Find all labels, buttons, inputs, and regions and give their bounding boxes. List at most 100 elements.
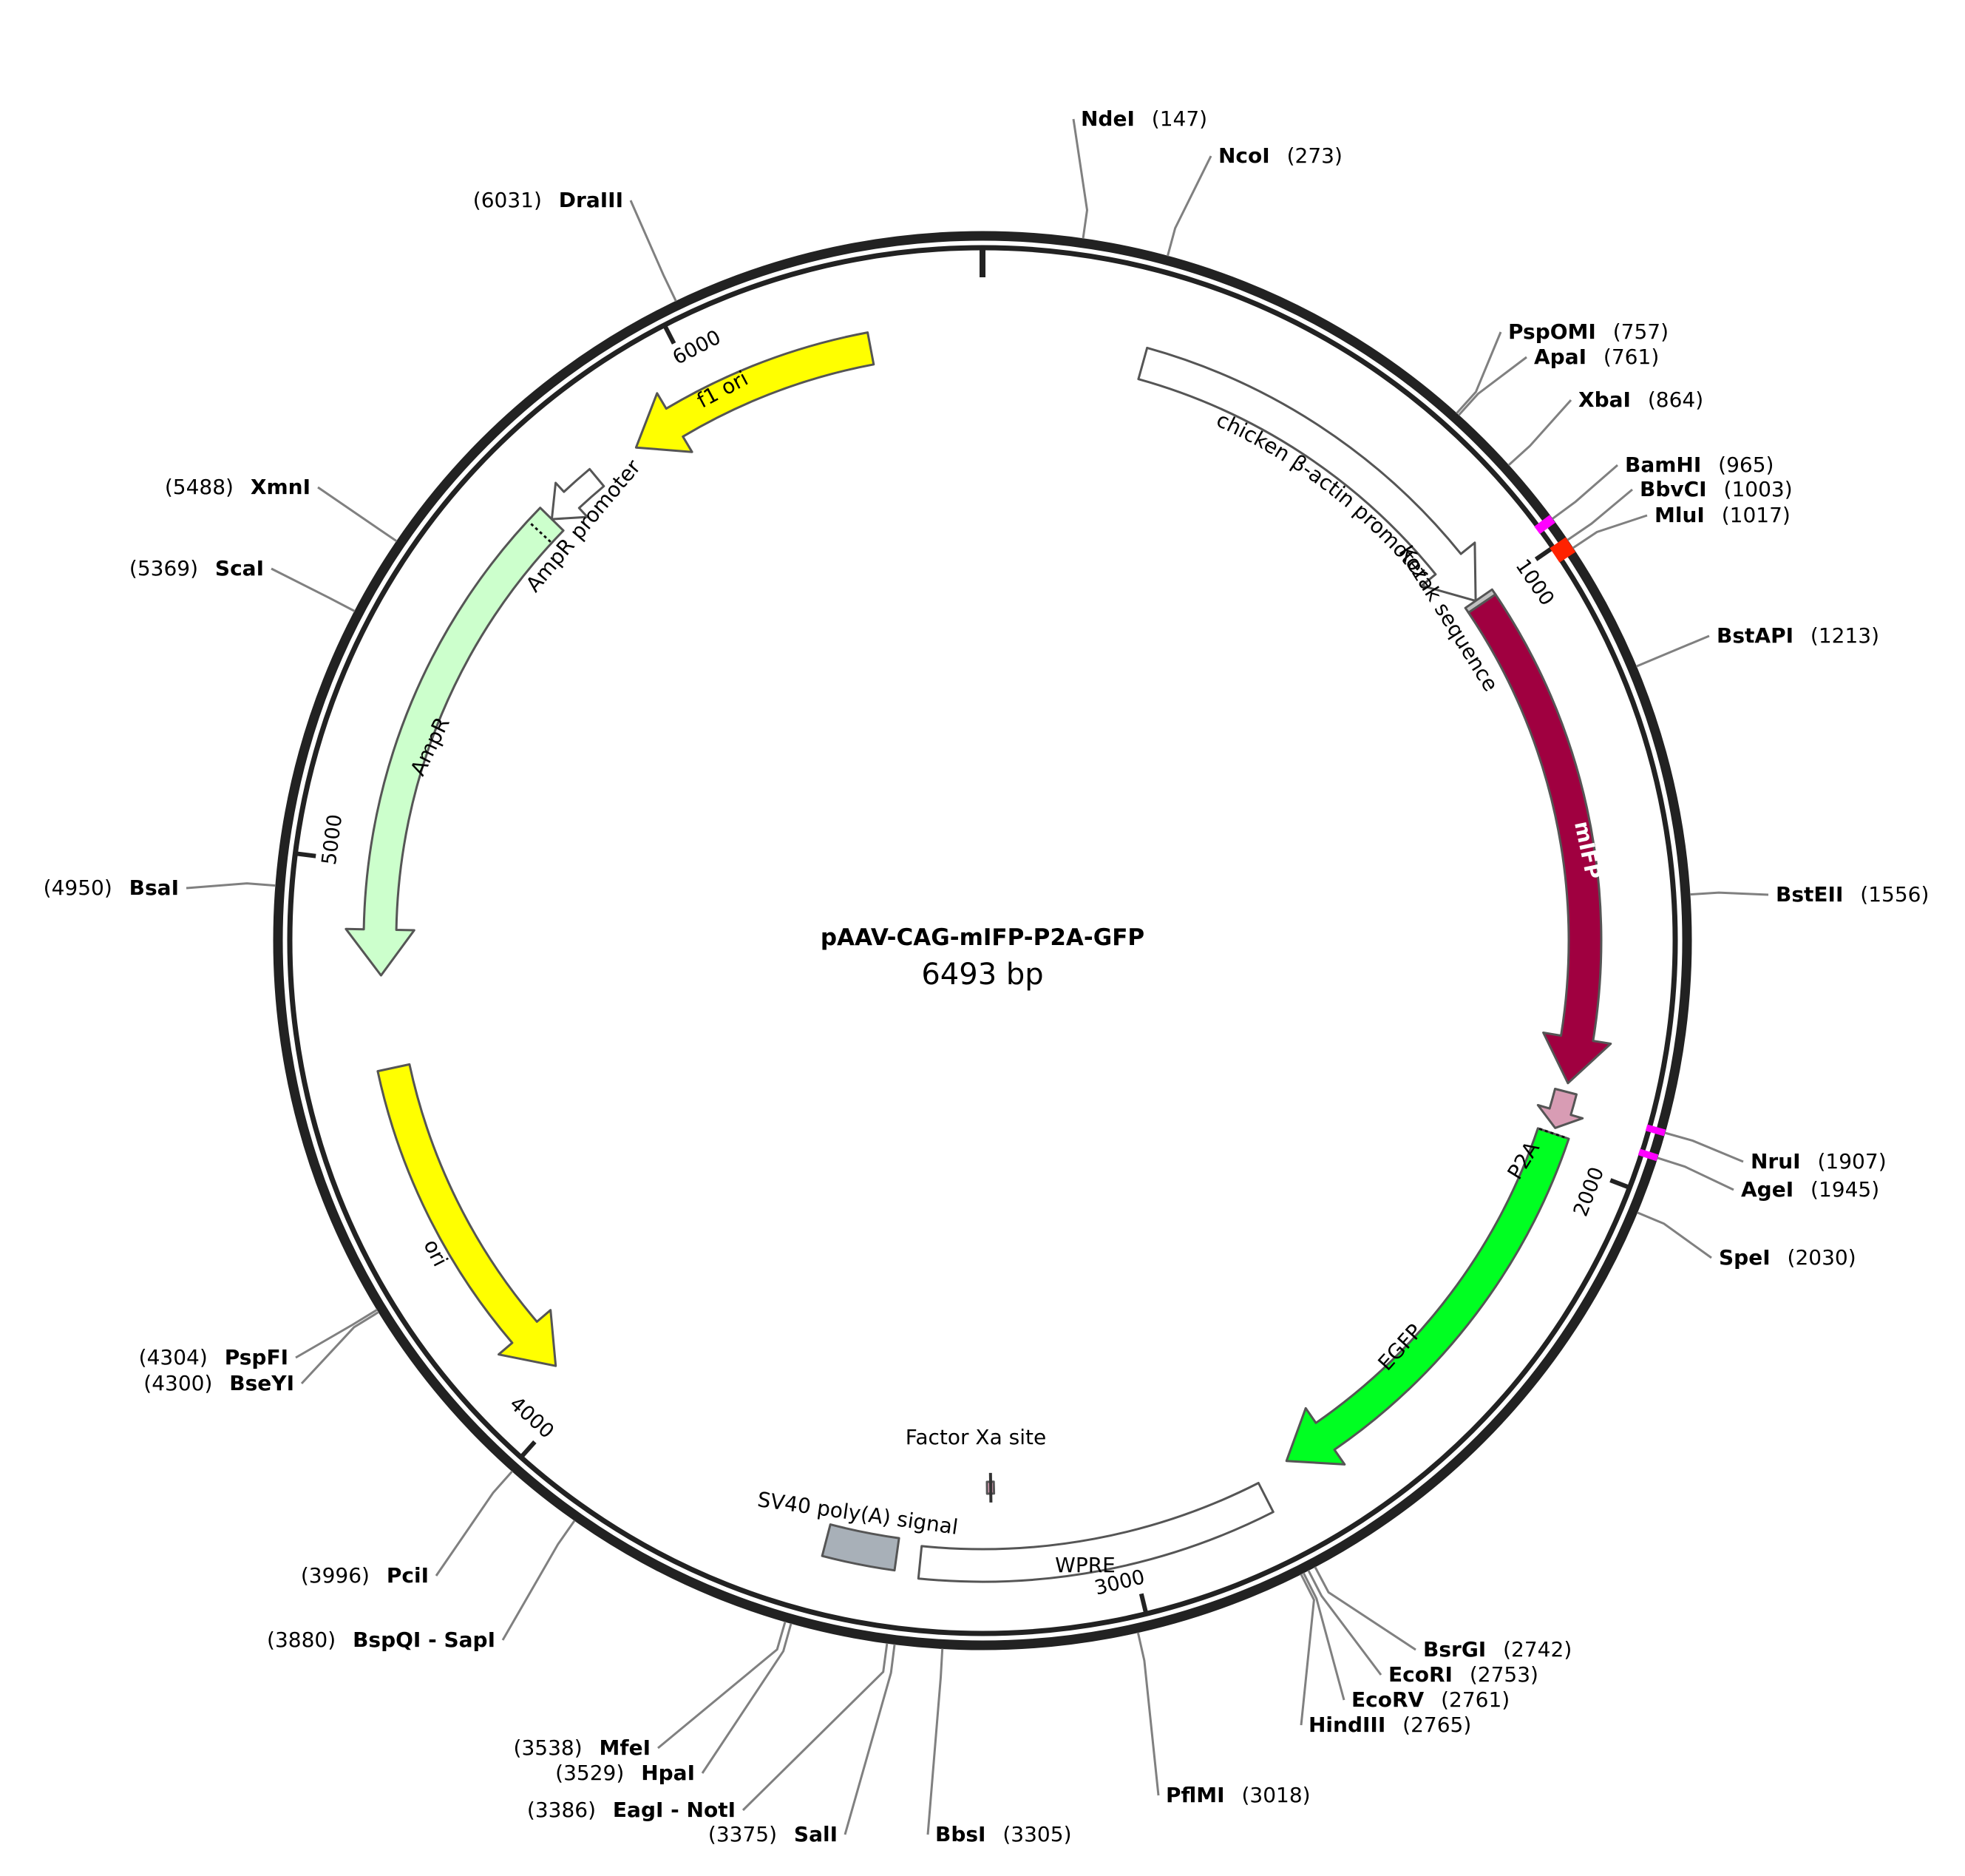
tick-label: 2000 [1569,1164,1609,1219]
feature-egfp [1285,1127,1570,1466]
restriction-site-label: EcoRI (2753) [1388,1662,1538,1687]
tick-label: 6000 [669,326,724,370]
site-position: 3538 [521,1736,574,1760]
site-name: ScaI [215,556,264,580]
feature-ampr [345,507,565,977]
site-leader-line [1314,1566,1416,1651]
tick-mark [519,1440,537,1459]
site-leader-line [1456,331,1502,415]
restriction-site-label: PflMI (3018) [1166,1783,1311,1807]
restriction-site-label: (4304) PspFI [139,1345,288,1369]
site-position: 1003 [1731,477,1784,501]
restriction-site-label: (3375) SalI [708,1822,838,1846]
restriction-site-label: MluI (1017) [1655,503,1791,527]
site-position: 2742 [1511,1637,1564,1662]
restriction-site-label: AgeI (1945) [1741,1177,1879,1202]
site-highlight [1550,537,1576,563]
site-position: 6031 [481,188,534,212]
site-leader-line [1300,1574,1315,1726]
site-leader-line [186,882,276,890]
tick-mark [295,851,316,859]
site-position: 2030 [1795,1245,1847,1270]
plasmid-name: pAAV-CAG-mIFP-P2A-GFP [821,924,1144,951]
site-leader-line [657,1621,787,1750]
restriction-site-label: BamHI (965) [1625,453,1774,477]
site-name: HindIII [1309,1713,1385,1737]
restriction-site-label: (3996) PciI [301,1563,429,1588]
site-name: BbvCI [1640,477,1707,501]
restriction-site-label: PspOMI (757) [1508,319,1669,344]
restriction-site-label: (5488) XmnI [165,475,310,499]
site-leader-line [1136,1632,1160,1796]
feature-ori [376,1063,557,1367]
site-leader-line [1552,464,1618,520]
site-leader-line [1635,634,1710,668]
site-position: 3996 [309,1563,362,1588]
site-leader-line [1572,514,1648,549]
site-name: AgeI [1741,1177,1793,1202]
site-position: 864 [1656,387,1695,412]
site-position: 2753 [1478,1662,1530,1687]
site-leader-line [701,1622,793,1774]
restriction-site-label: (6031) DraIII [473,188,623,212]
feature-wpre [917,1482,1275,1583]
restriction-site-labels: NdeI (147)NcoI (273)PspOMI (757)ApaI (76… [44,106,1930,1846]
plasmid-length: 6493 bp [921,958,1043,992]
site-leader-line [300,1311,379,1385]
restriction-site-label: (5369) ScaI [129,556,264,580]
restriction-site-label: HindIII (2765) [1309,1713,1471,1737]
feature-mifp [1467,593,1612,1085]
site-name: XbaI [1578,387,1631,412]
restriction-site-label: (3880) BspQI - SapI [267,1628,495,1652]
feature-ampr-promoter [550,467,605,521]
site-position: 4304 [147,1345,200,1369]
site-name: BsrGI [1423,1637,1486,1662]
site-name: EcoRV [1351,1687,1425,1712]
site-leader-line [844,1644,896,1835]
site-position: 5369 [138,556,190,580]
site-leader-line [1457,356,1527,416]
feature-sv40-polya-signal [821,1523,900,1572]
site-name: ApaI [1534,345,1586,369]
site-leader-line [1664,1131,1744,1163]
site-name: SalI [794,1822,838,1846]
feature-f1-ori [634,331,875,453]
restriction-site-label: (3386) EagI - NotI [527,1798,736,1822]
site-name: PspOMI [1508,319,1596,344]
site-position: 3386 [535,1798,588,1822]
site-position: 5488 [173,475,225,499]
tick-mark [1138,1593,1149,1615]
site-leader-line [1166,155,1212,257]
restriction-site-label: NcoI (273) [1218,143,1343,168]
site-position: 761 [1612,345,1651,369]
restriction-site-label: ApaI (761) [1534,345,1659,369]
restriction-site-label: SpeI (2030) [1719,1245,1856,1270]
restriction-site-label: NruI (1907) [1751,1149,1887,1174]
restriction-site-label: BsrGI (2742) [1423,1637,1572,1662]
site-position: 965 [1726,453,1765,477]
restriction-site-label: BbsI (3305) [935,1822,1072,1846]
site-leader-line [926,1648,944,1835]
site-name: BseYI [229,1371,294,1395]
site-name: BbsI [935,1822,985,1846]
site-highlight [1638,1148,1659,1162]
tick-mark [662,324,676,345]
site-leader-line [741,1643,889,1812]
site-position: 147 [1160,106,1199,131]
site-name: DraIII [559,188,623,212]
restriction-site-label: BstEII (1556) [1776,882,1929,907]
site-leader-line [295,1308,378,1359]
site-position: 3305 [1011,1822,1063,1846]
restriction-site-label: (3538) MfeI [514,1736,651,1760]
site-leader-line [435,1470,514,1577]
site-leader-line [1567,488,1633,541]
feature-label-factor-xa-site: Factor Xa site [906,1425,1046,1449]
plasmid-title-block: pAAV-CAG-mIFP-P2A-GFP 6493 bp [821,924,1144,992]
site-leader-line [1689,891,1769,896]
site-leader-line [1637,1211,1712,1259]
tick-mark [1609,1178,1631,1190]
site-name: HpaI [641,1761,695,1785]
site-position: 1556 [1868,882,1921,907]
site-position: 3018 [1249,1783,1302,1807]
